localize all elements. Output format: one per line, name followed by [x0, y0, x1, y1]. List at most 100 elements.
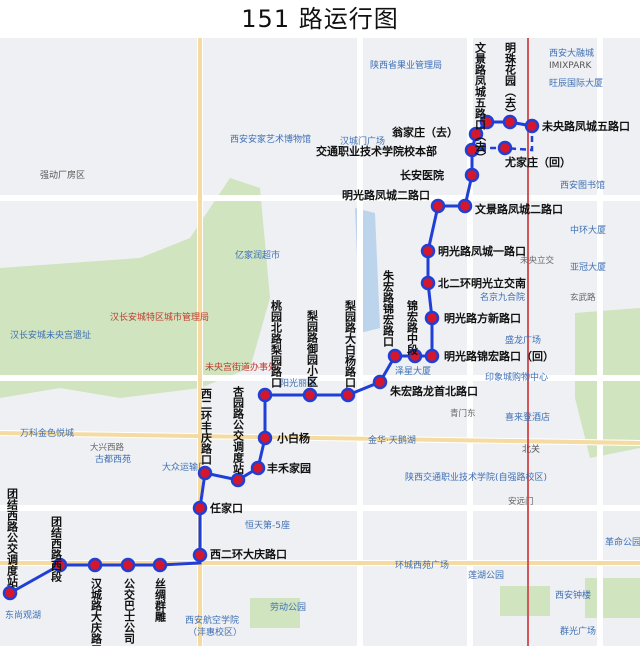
label-sichou-qunwei: 丝绸群雕 [154, 577, 168, 623]
poi-xian-hangkong-a: 西安航空学院 [185, 614, 239, 626]
poi-xiyuan: 喜来登酒店 [505, 411, 550, 423]
label-beierhuan-mingguang: 北二环明光立交南 [438, 276, 526, 290]
poi-jiaotong-dxue: 陕西交通职业技术学院(自强路校区) [405, 471, 547, 483]
poi-weiyang-lijiao: 未央立交 [520, 255, 555, 266]
label-changan-yiyuan: 长安医院 [400, 168, 444, 182]
stop-zhuhong-jinhong[interactable] [387, 348, 403, 364]
stop-tuanjie-xilu-xiduan[interactable] [52, 557, 68, 573]
poi-gusheng: 古都西苑 [95, 453, 131, 465]
label-jiaotong-zhiye: 交通职业技术学院校本部 [316, 144, 437, 158]
stop-jiaotong-zhiye[interactable] [464, 142, 480, 158]
stop-youjiazhuang[interactable] [497, 140, 513, 156]
stop-weiyang-fengcheng5[interactable] [524, 118, 540, 134]
stop-zhuhong-longshou[interactable] [372, 374, 388, 390]
label-xierhuan-fengqing: 西二环丰庆路口 [200, 388, 214, 466]
poi-xuanwu: 玄武路 [570, 292, 596, 303]
poi-hanchang-an: 汉长安城未央宫遗址 [10, 329, 91, 341]
poi-wanfang: 万科金色悦城 [20, 427, 74, 439]
poi-xian-hangkong-b: （沣惠校区） [188, 626, 242, 638]
poi-yijiarun: 亿家润超市 [235, 249, 280, 261]
label-taoyuan-beilu: 桃园北路梨园路口 [270, 299, 284, 389]
label-mingguang-fengcheng1: 明光路凤城一路口 [438, 244, 526, 258]
poi-hanchengwen: 汉城门广场 [340, 135, 385, 147]
label-liyuanlu-dabaiyang: 梨园路大白杨路口 [344, 299, 358, 389]
poi-xian-tushu: 西安图书馆 [560, 179, 605, 191]
label-wenjing-fengcheng2: 文景路凤城二路口 [475, 202, 563, 216]
label-mingguang-fengcheng2: 明光路凤城二路口 [342, 188, 430, 202]
poi-yahong: 亚冠大厦 [570, 261, 606, 273]
poi-shengyuanguang: 盛龙广场 [505, 334, 541, 346]
stop-mingguang-fengcheng2[interactable] [430, 198, 446, 214]
stop-renjiakou[interactable] [192, 500, 208, 516]
poi-zexing: 泽星大厦 [395, 365, 431, 377]
label-xierhuan-daqing: 西二环大庆路口 [210, 547, 287, 561]
stop-mingguang-fangxin[interactable] [424, 310, 440, 326]
poi-zhongshu: 中环大厦 [570, 224, 606, 236]
stop-beierhuan-mingguang[interactable] [420, 275, 436, 291]
stop-taoyuan-beilu[interactable] [257, 387, 273, 403]
poi-guoye: 陕西省果业管理局 [370, 59, 442, 71]
stop-fenghe-jiayuan[interactable] [250, 460, 266, 476]
label-weiyang-fengcheng5: 未央路凤城五路口 [541, 119, 630, 133]
poi-jinhua: 金华·天鹅湖 [368, 434, 416, 446]
stop-labels: 团结西路公交调度站 团结西路西段 汉城路大庆路口 公交巴士公司 丝绸群雕 西二环… [6, 41, 631, 646]
stops [2, 114, 540, 601]
stop-liyuanlu-yuyuan[interactable] [302, 387, 318, 403]
label-liyuanlu-yuyuan: 梨园路御园小区 [306, 309, 320, 388]
label-mingguang-fangxin: 明光路方新路口 [444, 311, 521, 325]
poi-qinggongshi: 青门东 [450, 408, 476, 419]
poi-xian-anjia: 西安安家艺术博物馆 [230, 133, 311, 145]
label-mingguang-jinhong: 明光路锦宏路口（回） [444, 349, 554, 363]
label-jinhong-zhongduan: 锦宏路中段 [406, 299, 419, 356]
stop-wenjing-fengcheng2[interactable] [457, 198, 473, 214]
stop-mingguang-jinhong[interactable] [424, 348, 440, 364]
label-xingyuan-gongjiao: 杏园路公交调度站 [232, 385, 246, 475]
stop-sichou-qunwei[interactable] [152, 557, 168, 573]
label-wengjiazhuang: 翁家庄（去） [392, 125, 458, 139]
poi-hancheng-zhenzhu: 汉长安城特区城市管理局 [110, 311, 209, 323]
label-hancheng-nanlu: 汉城路大庆路口 [90, 577, 104, 646]
label-youjiazhuang: 尤家庄（回） [504, 155, 571, 169]
poi-yangguang: 阳光丽景 [280, 377, 316, 389]
label-tuanjie-xilu-xiduan: 团结西路西段 [50, 516, 64, 583]
label-mingzhu-huayuan: 明珠花园（去） [504, 42, 518, 119]
route-direction-arrow [476, 143, 486, 153]
daming-park [575, 308, 640, 458]
stop-wengjiazhuang[interactable] [468, 126, 484, 142]
stop-wenjing-fengcheng5[interactable] [479, 114, 495, 130]
poi-labels: 西安大融城 IMIXPARK 旺辰国际大厦 陕西省果业管理局 西安安家艺术博物馆… [5, 47, 640, 638]
label-renjiakou: 任家口 [209, 501, 243, 515]
stop-gongjiao-bashi[interactable] [120, 557, 136, 573]
lianhu-park [500, 586, 550, 616]
label-gongjiao-bashi: 公交巴士公司 [123, 578, 136, 645]
geming-park [585, 578, 640, 618]
poi-dongshang: 东尚观湖 [5, 609, 41, 621]
stop-xierhuan-daqing[interactable] [192, 547, 208, 563]
poi-lianhu: 莲湖公园 [468, 569, 504, 581]
label-zhuhong-jinhong: 朱宏路锦宏路口 [382, 269, 396, 348]
stop-mingzhu-huayuan[interactable] [502, 114, 518, 130]
stop-hancheng-nanlu[interactable] [87, 557, 103, 573]
label-xiaobaiyang: 小白杨 [276, 431, 310, 445]
label-tuanjie-xilu-jiaotong: 团结西路公交调度站 [6, 488, 20, 588]
poi-yinxiang: 印象城购物中心 [485, 371, 548, 383]
poi-weiyanggong: 未央宫街道办事处 [205, 361, 277, 373]
poi-huanchen: 环城西苑广场 [395, 559, 449, 571]
stop-xiaobaiyang[interactable] [257, 430, 273, 446]
stop-mingguang-fengcheng1[interactable] [420, 243, 436, 259]
label-fenghe-jiayuan: 丰禾家园 [267, 461, 311, 475]
stop-xingyuan-gongjiao[interactable] [230, 472, 246, 488]
poi-laodong: 劳动公园 [270, 601, 306, 613]
stop-xierhuan-fengqing[interactable] [197, 465, 213, 481]
route-return-path [480, 126, 534, 152]
poi-xian-gongye: 西安钟楼 [555, 589, 591, 601]
stop-tuanjie-xilu-jiaotong[interactable] [2, 585, 18, 601]
poi-hengtian: 恒天第-5座 [245, 519, 290, 531]
poi-wangchen: 旺辰国际大厦 [549, 77, 603, 89]
stop-changan-yiyuan[interactable] [464, 167, 480, 183]
poi-qunguang: 群光广场 [560, 625, 596, 637]
stop-jinhong-zhongduan[interactable] [407, 348, 423, 364]
poi-anyuan: 安远门 [508, 496, 534, 507]
stop-liyuanlu-dabaiyang[interactable] [340, 387, 356, 403]
poi-xian-dacheng: 西安大融城 [549, 47, 594, 59]
